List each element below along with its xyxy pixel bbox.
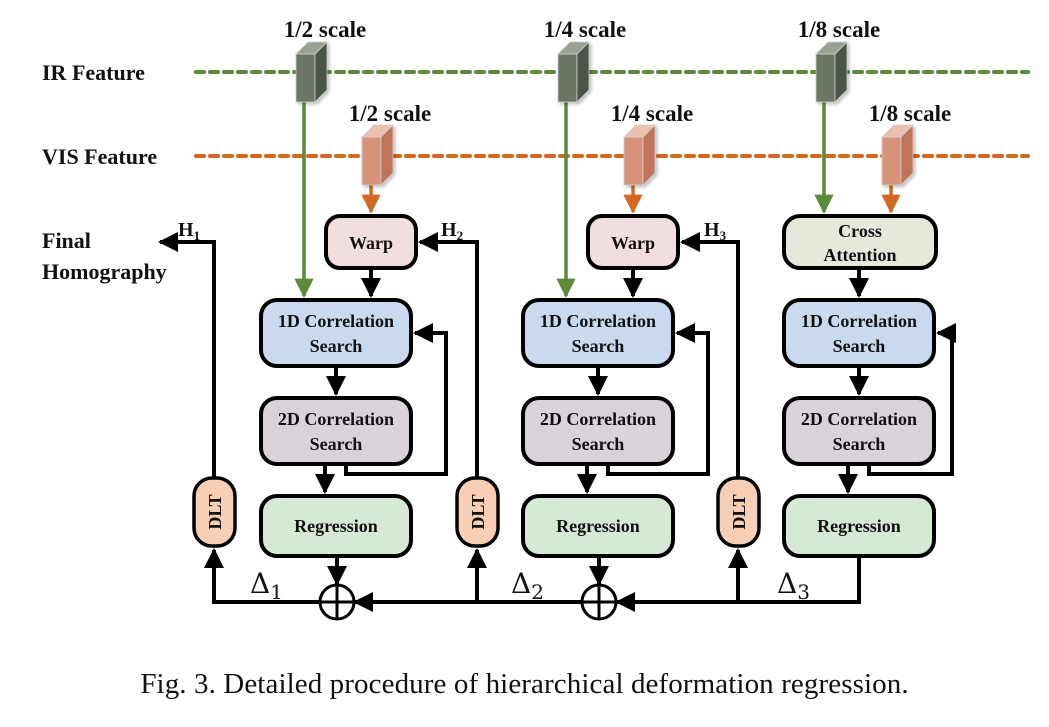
corr1d-block-2-line1: 1D Correlation [540, 311, 656, 331]
connections [158, 232, 956, 612]
figure-caption: Fig. 3. Detailed procedure of hierarchic… [140, 668, 909, 700]
regression-block-3 [782, 494, 936, 558]
regression-block-3-label: Regression [817, 516, 901, 536]
corr1d-block-3 [782, 298, 936, 368]
regression-block-1 [259, 494, 413, 558]
corr1d-block-2 [521, 298, 675, 368]
cross-attention-block [782, 214, 938, 270]
c1-loop [344, 323, 448, 476]
warp-block-1-label: Warp [349, 233, 393, 253]
cross-attention-line2: Attention [824, 245, 897, 265]
corr2d-block-2-line1: 2D Correlation [540, 409, 656, 429]
sum-node-2 [580, 583, 618, 621]
corr1d-block-3-line1: 1D Correlation [801, 311, 917, 331]
delta2-label: Δ2 [511, 567, 544, 604]
ir-cube-2 [557, 41, 590, 103]
corr2d-block-3 [782, 396, 936, 466]
corr2d-block-3-line1: 2D Correlation [801, 409, 917, 429]
vis-cube-3 [881, 124, 914, 186]
h3-label: H3 [704, 219, 727, 243]
corr2d-block-3-line2: Search [833, 434, 886, 454]
warp-block-2-label: Warp [611, 233, 655, 253]
h2-label: H2 [441, 219, 463, 243]
h1-label: H1 [178, 219, 200, 243]
corr2d-block-2 [521, 396, 675, 466]
dlt-block-1 [192, 476, 237, 548]
corr1d-block-1-line1: 1D Correlation [278, 311, 394, 331]
vis-cube-1 [361, 124, 394, 186]
delta3-label: Δ3 [777, 567, 810, 604]
vis-scale-label-2: 1/4 scale [611, 101, 693, 126]
corr2d-block-2-line2: Search [572, 434, 625, 454]
delta3-path [615, 556, 861, 612]
h3-path [680, 232, 740, 478]
final-homography-label-line1: Final [42, 228, 91, 253]
vis-scale-label-3: 1/8 scale [869, 101, 951, 126]
regression-block-2 [521, 494, 675, 558]
delta1-label: Δ1 [250, 567, 283, 604]
vis-scale-label-1: 1/2 scale [349, 101, 431, 126]
warp-block-2 [586, 214, 680, 270]
feature-cubes [295, 41, 914, 186]
ir-scale-label-2: 1/4 scale [544, 17, 626, 42]
ir-feature-label: IR Feature [42, 60, 145, 85]
c2-loop [606, 323, 710, 476]
vis-feature-label: VIS Feature [42, 144, 157, 169]
sum-node-1 [318, 583, 356, 621]
dlt-block-2-label: DLT [468, 494, 488, 529]
ir-scale-label-1: 1/2 scale [284, 17, 366, 42]
vis-cube-2 [623, 124, 656, 186]
corr1d-block-1 [259, 298, 413, 368]
h2-path [418, 232, 479, 478]
cross-attention-line1: Cross [838, 221, 882, 241]
h1-path [158, 232, 216, 478]
dlt-block-2 [455, 476, 500, 548]
dlt-block-3 [716, 476, 761, 548]
regression-block-1-label: Regression [294, 516, 378, 536]
corr2d-block-1-line1: 2D Correlation [278, 409, 394, 429]
dlt-block-1-label: DLT [205, 494, 225, 529]
ir-cube-1 [295, 41, 328, 103]
regression-block-2-label: Regression [556, 516, 640, 536]
dlt-block-3-label: DLT [729, 494, 749, 529]
corr1d-block-2-line2: Search [572, 336, 625, 356]
warp-block-1 [324, 214, 418, 270]
ir-scale-label-3: 1/8 scale [798, 17, 880, 42]
corr1d-block-3-line2: Search [833, 336, 886, 356]
corr1d-block-1-line2: Search [310, 336, 363, 356]
final-homography-label-line2: Homography [42, 259, 167, 284]
corr2d-block-1-line2: Search [310, 434, 363, 454]
ir-cube-3 [815, 41, 848, 103]
corr2d-block-1 [259, 396, 413, 466]
delta1-path [204, 548, 319, 604]
c3-loop [867, 323, 956, 476]
